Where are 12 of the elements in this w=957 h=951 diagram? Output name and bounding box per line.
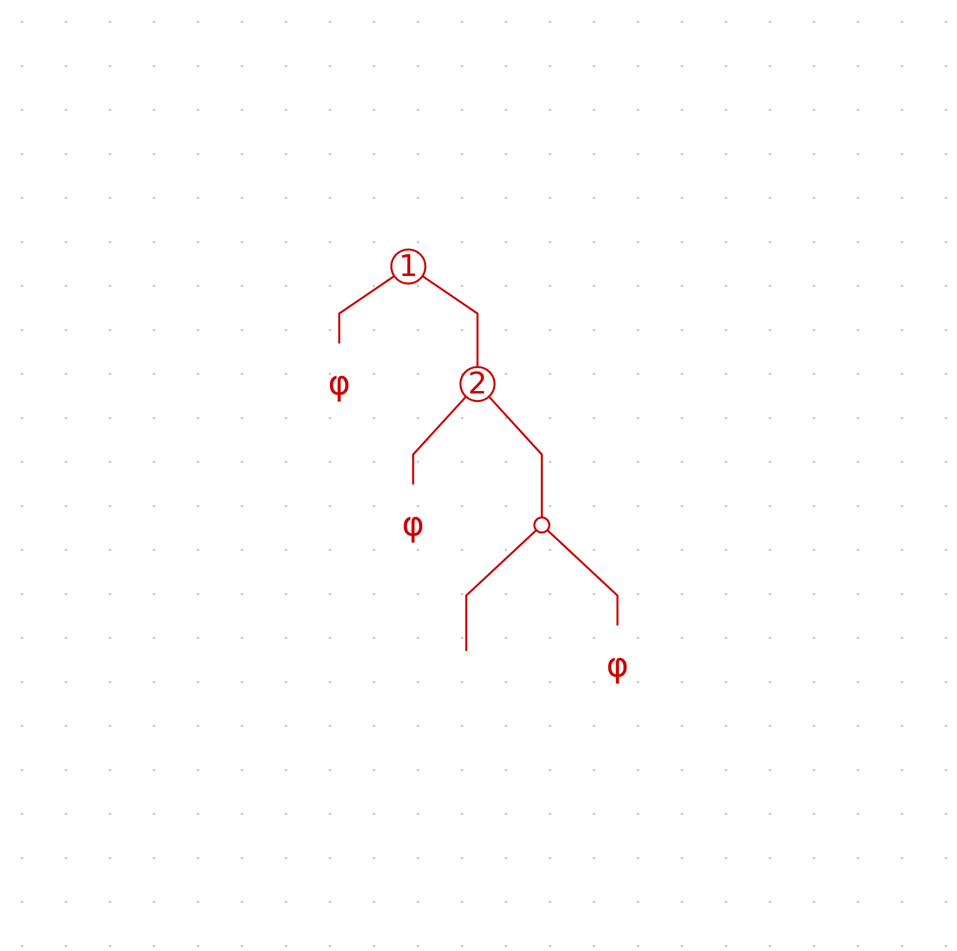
connector [412, 396, 467, 485]
node-circle: 2 [460, 366, 496, 402]
connector [338, 275, 395, 344]
connector [465, 530, 538, 652]
node-text: φ [606, 646, 629, 686]
connector [488, 396, 543, 518]
node-circle [534, 516, 550, 534]
node-text: φ [402, 504, 424, 545]
node-circle: 1 [390, 248, 427, 285]
connector [546, 530, 619, 626]
node-text: φ [328, 364, 351, 404]
connector [422, 275, 479, 368]
